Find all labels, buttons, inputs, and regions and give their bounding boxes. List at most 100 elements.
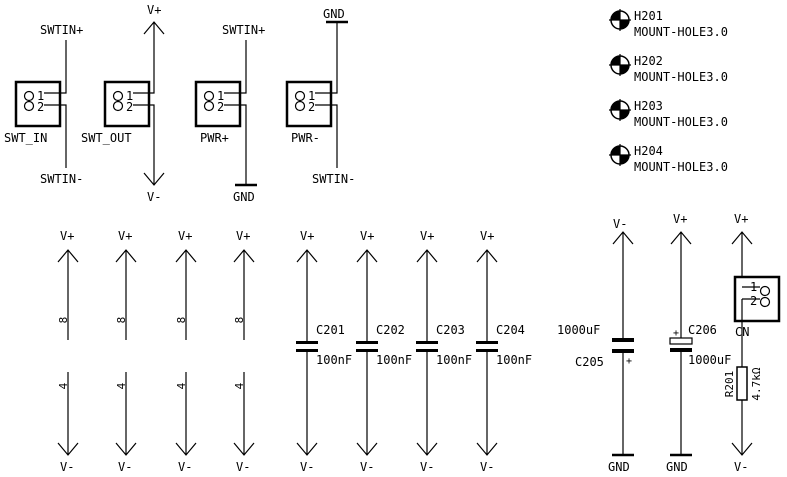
capacitor-c206[interactable]: V+ GND C206 1000uF +: [666, 212, 731, 474]
resistor-ref: R201: [723, 371, 736, 398]
resistor-value: 4.7kΩ: [750, 367, 763, 400]
pin-2-number: 2: [217, 100, 224, 114]
mount-hole-crosshair: [609, 99, 631, 121]
vplus-arrow-symbol: [731, 231, 753, 245]
ic-power-pins-3[interactable]: V+ V- 8 4: [175, 229, 197, 474]
vplus-arrow-symbol: [670, 231, 692, 245]
connector-cn[interactable]: V+ 1 2 CN: [731, 212, 781, 339]
net-label-gnd: GND: [666, 460, 688, 474]
mount-hole-h202[interactable]: H202 MOUNT-HOLE3.0: [609, 54, 728, 84]
pin-2-number: 2: [37, 100, 44, 114]
net-label-vminus: V-: [118, 460, 132, 474]
connector-swt-in[interactable]: 1 2 SWT_IN SWTIN+ SWTIN-: [4, 23, 83, 186]
pin-1-pad: [203, 90, 215, 102]
pin-1-number: 1: [126, 89, 133, 103]
pin-2-pad: [112, 100, 124, 112]
mount-hole-value: MOUNT-HOLE3.0: [634, 160, 728, 174]
connector-pwr-minus[interactable]: 1 2 PWR- GND SWTIN-: [285, 7, 355, 186]
ic-power-pins-4[interactable]: V+ V- 8 4: [233, 229, 255, 474]
pin-1-number: 1: [750, 280, 757, 294]
net-label-vplus: V+: [734, 212, 748, 226]
vminus-arrow-symbol: [175, 442, 197, 456]
capacitor-value: 1000uF: [557, 323, 600, 337]
pin-2-pad: [203, 100, 215, 112]
mount-hole-ref: H203: [634, 99, 663, 113]
vplus-arrow-symbol: [175, 249, 197, 263]
net-label-vminus: V-: [613, 217, 627, 231]
wire: [224, 104, 247, 185]
polarity-mark: +: [673, 328, 679, 339]
net-label-vminus: V-: [300, 460, 314, 474]
ic-power-pins-2[interactable]: V+ V- 8 4: [115, 229, 137, 474]
capacitor-plate: [416, 349, 438, 352]
capacitor-plate: [296, 349, 318, 352]
net-label-vminus: V-: [360, 460, 374, 474]
net-label-vminus: V-: [420, 460, 434, 474]
net-label-vminus: V-: [734, 460, 748, 474]
mount-hole-ref: H202: [634, 54, 663, 68]
wire: [44, 104, 67, 168]
pin-1-number: 1: [37, 89, 44, 103]
capacitor-ref: C201: [316, 323, 345, 337]
net-label-vminus: V-: [480, 460, 494, 474]
net-label-swtin-plus: SWTIN+: [40, 23, 83, 37]
mount-hole-value: MOUNT-HOLE3.0: [634, 25, 728, 39]
capacitor-plate: [356, 349, 378, 352]
net-label-swtin-minus: SWTIN-: [312, 172, 355, 186]
mount-hole-h203[interactable]: H203 MOUNT-HOLE3.0: [609, 99, 728, 129]
pin-2-number: 2: [126, 100, 133, 114]
vplus-arrow-symbol: [233, 249, 255, 263]
capacitor-c201[interactable]: V+ V- C201 100nF: [296, 229, 352, 474]
connector-pwr-plus[interactable]: 1 2 PWR+ SWTIN+ GND: [194, 23, 265, 204]
wire: [742, 286, 760, 300]
net-label-vplus: V+: [178, 229, 192, 243]
vminus-arrow-symbol: [296, 442, 318, 456]
capacitor-c202[interactable]: V+ V- C202 100nF: [356, 229, 412, 474]
net-label-vplus: V+: [60, 229, 74, 243]
vplus-arrow-symbol: [143, 21, 165, 35]
resistor-r201[interactable]: V- R201 4.7kΩ: [723, 299, 763, 474]
mount-hole-crosshair: [609, 9, 631, 31]
capacitor-value: 1000uF: [688, 353, 731, 367]
net-label-vplus: V+: [236, 229, 250, 243]
net-label-vplus: V+: [673, 212, 687, 226]
connector-body: [14, 80, 62, 128]
vminus-arrow-symbol: [476, 442, 498, 456]
vminus-arrow-symbol: [115, 442, 137, 456]
connector-swt-out[interactable]: 1 2 SWT_OUT V+ V-: [81, 3, 165, 204]
net-label-vplus: V+: [360, 229, 374, 243]
net-label-vminus: V-: [60, 460, 74, 474]
connector-ref: PWR-: [291, 131, 320, 145]
vminus-arrow-symbol: [416, 442, 438, 456]
pin-2-pad: [23, 100, 35, 112]
wire: [44, 40, 67, 94]
wire: [224, 40, 247, 94]
vminus-arrow-symbol: [731, 442, 753, 456]
pin-number-bottom: 4: [57, 382, 70, 389]
capacitor-c204[interactable]: V+ V- C204 100nF: [476, 229, 532, 474]
pin-number-top: 8: [175, 317, 188, 324]
vminus-arrow-symbol: [233, 442, 255, 456]
mount-hole-h204[interactable]: H204 MOUNT-HOLE3.0: [609, 144, 728, 174]
vplus-arrow-symbol: [356, 249, 378, 263]
pin-number-top: 8: [233, 317, 246, 324]
vplus-arrow-symbol: [296, 249, 318, 263]
capacitor-value: 100nF: [376, 353, 412, 367]
mount-hole-h201[interactable]: H201 MOUNT-HOLE3.0: [609, 9, 728, 39]
capacitor-value: 100nF: [316, 353, 352, 367]
wire: [315, 104, 338, 168]
pin-1-number: 1: [308, 89, 315, 103]
mount-hole-value: MOUNT-HOLE3.0: [634, 115, 728, 129]
ic-power-pins-1[interactable]: V+ V- 8 4: [57, 229, 79, 474]
vminus-arrow-symbol: [57, 442, 79, 456]
capacitor-ref: C206: [688, 323, 717, 337]
mount-hole-crosshair: [609, 54, 631, 76]
net-label-vplus: V+: [480, 229, 494, 243]
capacitor-plate: [612, 338, 634, 342]
connector-ref: SWT_IN: [4, 131, 47, 145]
pin-number-bottom: 4: [175, 382, 188, 389]
pin-number-bottom: 4: [233, 382, 246, 389]
capacitor-value: 100nF: [436, 353, 472, 367]
capacitor-c203[interactable]: V+ V- C203 100nF: [416, 229, 472, 474]
capacitor-c205[interactable]: V- GND 1000uF C205 +: [557, 217, 634, 474]
